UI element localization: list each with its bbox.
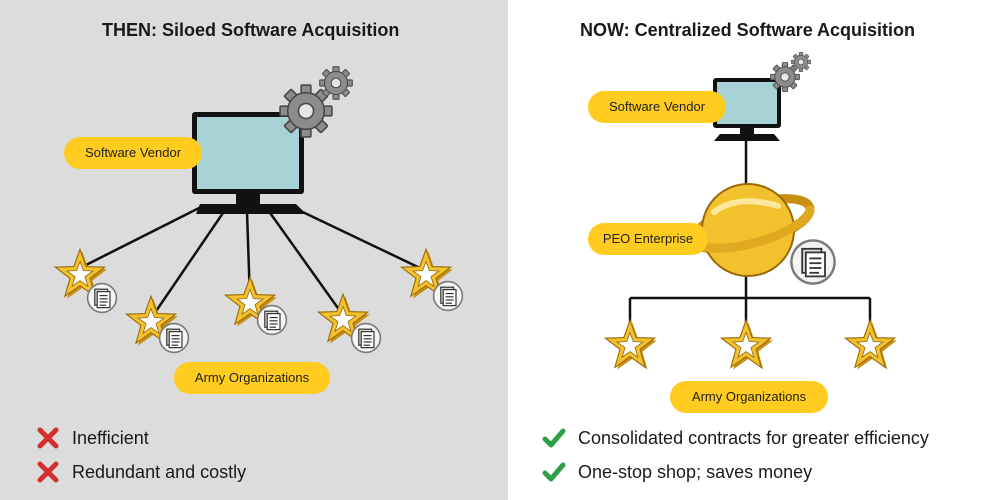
document-icon <box>432 280 464 312</box>
document-icon <box>86 282 118 314</box>
then-bullet-text: Inefficient <box>72 427 149 448</box>
document-icon <box>790 239 836 285</box>
now-enterprise-label: PEO Enterprise <box>588 223 708 255</box>
then-bullet-inefficient: Inefficient <box>36 426 149 450</box>
then-illustration <box>54 66 464 354</box>
cross-icon <box>36 426 60 450</box>
monitor-icon <box>192 112 306 214</box>
now-bullet-text: One-stop shop; saves money <box>578 461 813 482</box>
check-icon <box>542 426 566 450</box>
then-bullet-text: Redundant and costly <box>72 461 247 482</box>
now-orgs-label: Army Organizations <box>670 381 828 413</box>
now-connector-lines <box>628 140 872 322</box>
then-panel: THEN: Siloed Software Acquisition <box>0 0 508 500</box>
now-panel: NOW: Centralized Software Acquisition <box>508 0 1000 500</box>
star-icon <box>720 319 774 371</box>
now-title: NOW: Centralized Software Acquisition <box>580 20 916 40</box>
cross-icon <box>36 460 60 484</box>
then-orgs-label: Army Organizations <box>174 362 330 394</box>
now-bullet-consolidated: Consolidated contracts for greater effic… <box>542 426 929 450</box>
check-icon <box>542 460 566 484</box>
now-bullet-text: Consolidated contracts for greater effic… <box>578 427 929 448</box>
then-vendor-label: Software Vendor <box>64 137 202 169</box>
now-vendor-label: Software Vendor <box>588 91 726 123</box>
now-illustration <box>604 52 898 371</box>
gear-icon <box>791 52 811 72</box>
monitor-icon <box>713 78 781 141</box>
then-bullet-redundant: Redundant and costly <box>36 460 246 484</box>
document-icon <box>350 322 382 354</box>
document-icon <box>256 304 288 336</box>
document-icon <box>158 322 190 354</box>
star-icon <box>604 319 658 371</box>
then-title: THEN: Siloed Software Acquisition <box>102 20 400 40</box>
star-icon <box>844 319 898 371</box>
gear-icon <box>319 66 353 100</box>
now-bullet-one-stop: One-stop shop; saves money <box>542 460 812 484</box>
